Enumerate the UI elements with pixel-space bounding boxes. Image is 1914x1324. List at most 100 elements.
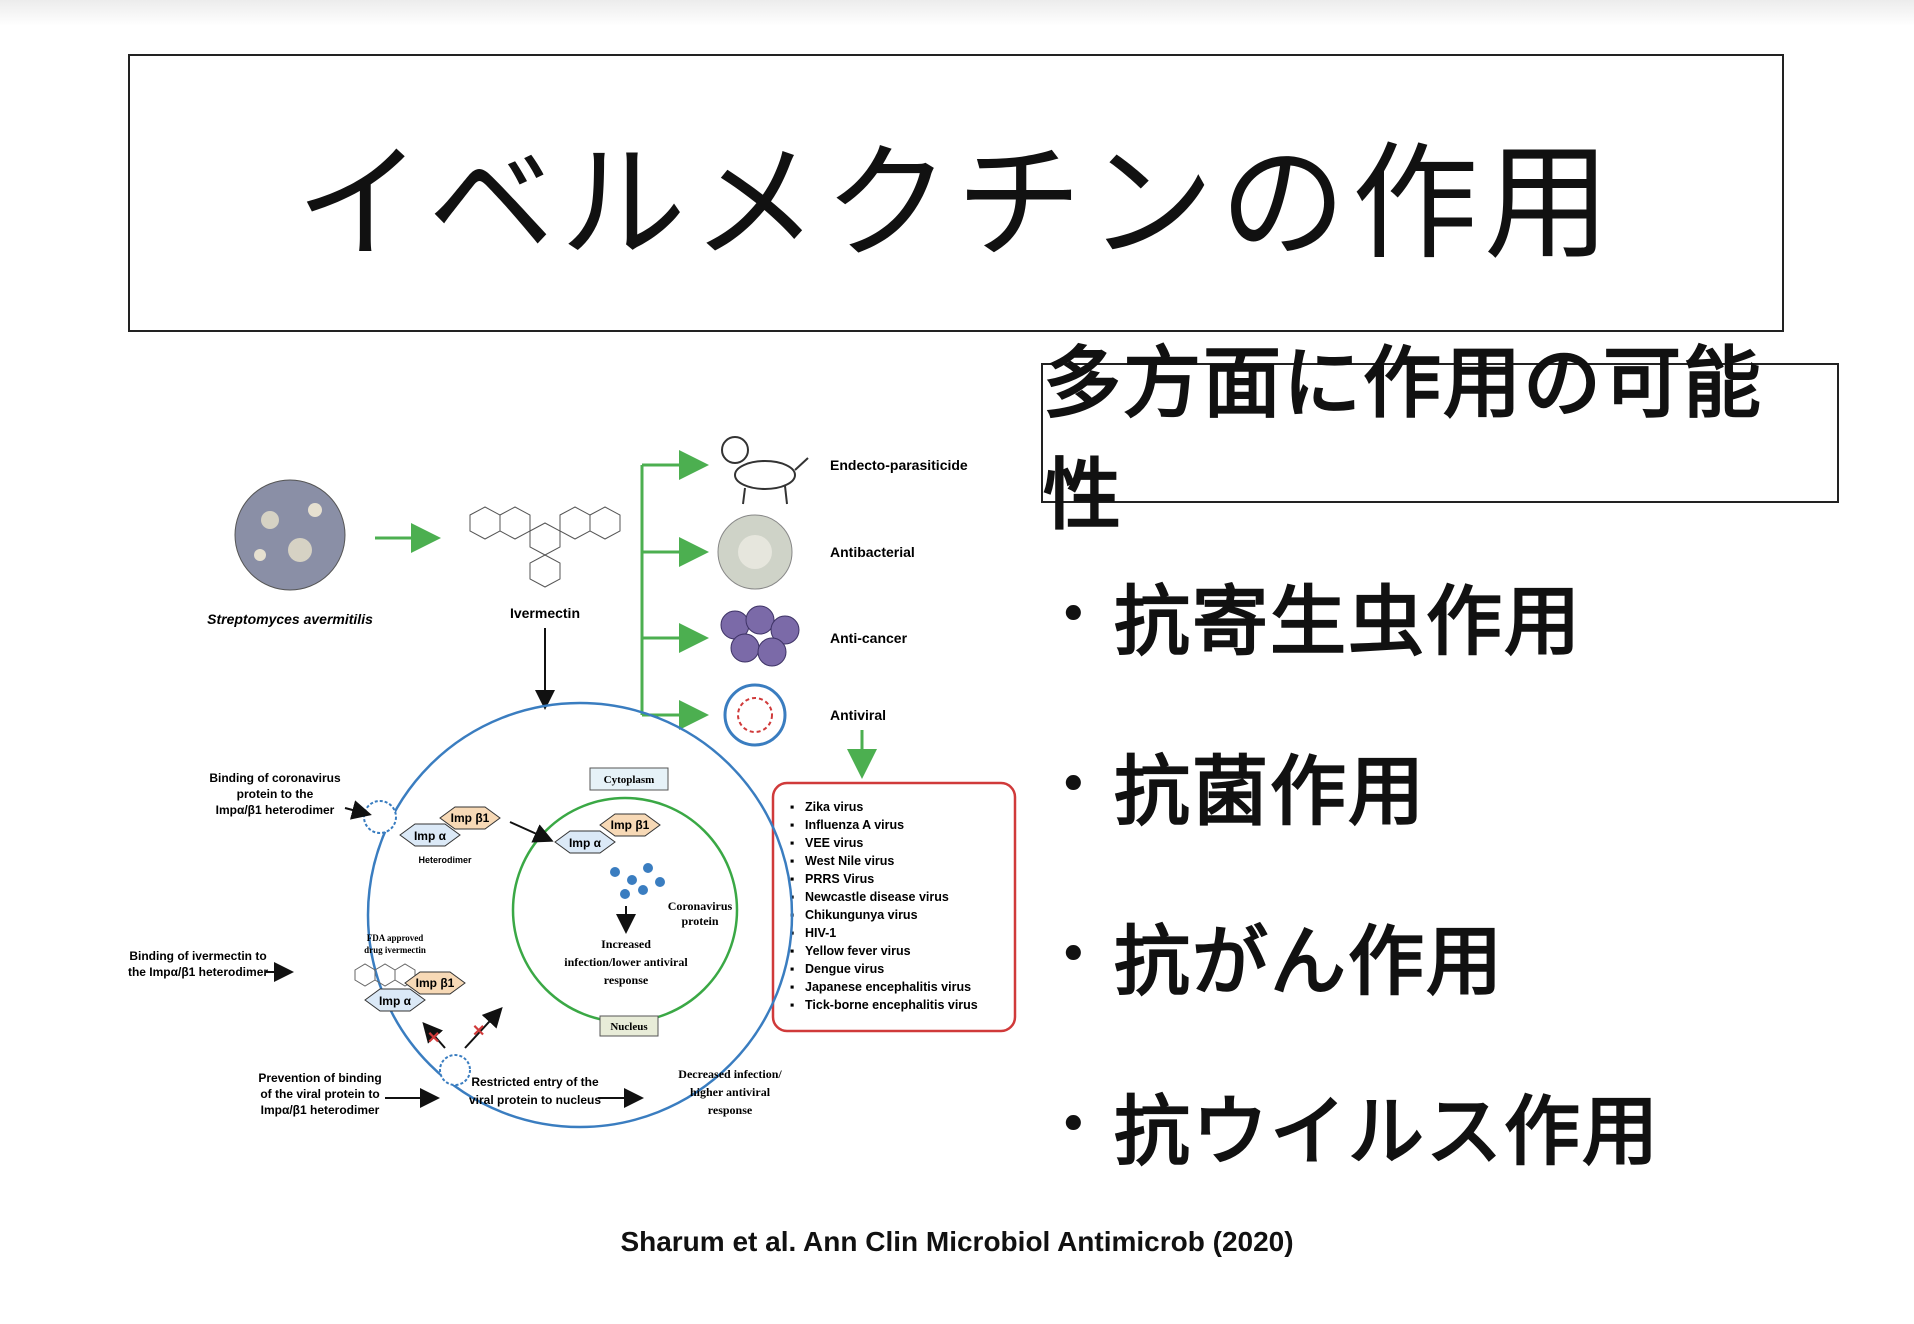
virus-item: Tick-borne encephalitis virus bbox=[805, 998, 978, 1012]
use-label-3: Antiviral bbox=[830, 707, 886, 723]
streptomyces-colony-icon bbox=[234, 479, 346, 591]
effects-list: • 抗寄生虫作用 • 抗菌作用 • 抗がん作用 • 抗ウイルス作用 bbox=[1058, 530, 1878, 1210]
imp-alpha-hex bbox=[554, 830, 616, 854]
blocked-entry-arrow bbox=[464, 1007, 503, 1049]
dog-icon bbox=[721, 436, 809, 505]
bullet: • bbox=[1058, 1095, 1089, 1155]
virus-item: Influenza A virus bbox=[805, 818, 904, 832]
increased-label: infection/lower antiviral bbox=[564, 955, 688, 969]
use-label-2: Anti-cancer bbox=[830, 630, 908, 646]
binding-ivermectin-label: Binding of ivermectin to bbox=[129, 949, 266, 963]
svg-text:▪: ▪ bbox=[790, 800, 794, 814]
svg-text:▪: ▪ bbox=[790, 854, 794, 868]
bullet: • bbox=[1058, 585, 1089, 645]
fda-label: drug ivermectin bbox=[364, 945, 426, 955]
restricted-label: viral protein to nucleus bbox=[469, 1093, 601, 1107]
svg-text:▪: ▪ bbox=[790, 962, 794, 976]
nucleus-label-box bbox=[599, 1015, 659, 1037]
virus-item: West Nile virus bbox=[805, 854, 894, 868]
colony-spot-icon bbox=[308, 503, 322, 517]
blocked-x-icon: ✕ bbox=[427, 1030, 440, 1047]
prevention-label: Impα/β1 heterodimer bbox=[261, 1103, 380, 1117]
svg-text:▪: ▪ bbox=[790, 818, 794, 832]
blocked-binding-arrow bbox=[422, 1021, 446, 1049]
virus-list-box bbox=[771, 781, 1017, 1033]
virus-item: PRRS Virus bbox=[805, 872, 874, 886]
imp-alpha-label: Imp α bbox=[379, 994, 412, 1008]
prevention-label: of the viral protein to bbox=[260, 1087, 379, 1101]
decreased-label: response bbox=[708, 1103, 753, 1117]
virus-item: Zika virus bbox=[805, 800, 863, 814]
coronavirus-protein-cluster-icon bbox=[610, 863, 665, 899]
effect-label: 抗ウイルス作用 bbox=[1114, 1087, 1660, 1176]
bullet: • bbox=[1058, 755, 1089, 815]
colony-spot-icon bbox=[261, 511, 279, 529]
imp-alpha-label: Imp α bbox=[569, 836, 602, 850]
heterodimer-label: Heterodimer bbox=[418, 855, 472, 865]
imp-alpha-hex bbox=[399, 823, 461, 847]
nucleus-label: Nucleus bbox=[610, 1021, 648, 1033]
imp-beta-label: Imp β1 bbox=[451, 811, 490, 825]
list-item: • 抗寄生虫作用 bbox=[1058, 530, 1878, 700]
ivermectin-structure-icon bbox=[469, 506, 621, 588]
binding-coronavirus-arrow bbox=[344, 800, 372, 820]
virus-item: Newcastle disease virus bbox=[805, 890, 949, 904]
decreased-label: higher antiviral bbox=[690, 1085, 771, 1099]
binding-ivermectin-label: the Impα/β1 heterodimer bbox=[128, 965, 268, 979]
colony-spot-icon bbox=[254, 549, 266, 561]
imp-beta-label: Imp β1 bbox=[416, 976, 455, 990]
into-nucleus-arrow bbox=[509, 821, 554, 843]
cytoplasm-label-box bbox=[589, 767, 669, 791]
virus-icon bbox=[723, 683, 787, 747]
colony-spot-icon bbox=[288, 538, 312, 562]
subtitle-frame: 多方面に作用の可能性 bbox=[1041, 339, 1839, 541]
imp-beta-hex bbox=[599, 813, 661, 837]
decreased-label: Decreased infection/ bbox=[678, 1067, 782, 1081]
cancer-cells-icon bbox=[720, 605, 800, 667]
effect-label: 抗菌作用 bbox=[1114, 747, 1426, 836]
fda-label: FDA approved bbox=[367, 933, 424, 943]
drug-label: Ivermectin bbox=[510, 605, 580, 621]
restricted-label: Restricted entry of the bbox=[471, 1075, 599, 1089]
svg-text:▪: ▪ bbox=[790, 980, 794, 994]
increased-label: Increased bbox=[601, 937, 651, 951]
virus-item: Japanese encephalitis virus bbox=[805, 980, 971, 994]
blocked-x-icon: ✕ bbox=[472, 1023, 485, 1040]
list-item: • 抗ウイルス作用 bbox=[1058, 1040, 1878, 1210]
organism-label: Streptomyces avermitilis bbox=[207, 611, 373, 627]
effect-label: 抗寄生虫作用 bbox=[1114, 577, 1582, 666]
bullet: • bbox=[1058, 925, 1089, 985]
citation: Sharum et al. Ann Clin Microbiol Antimic… bbox=[620, 1226, 1294, 1257]
svg-text:▪: ▪ bbox=[790, 998, 794, 1012]
imp-alpha-label: Imp α bbox=[414, 829, 447, 843]
imp-beta-label: Imp β1 bbox=[611, 818, 650, 832]
virus-item: Yellow fever virus bbox=[805, 944, 911, 958]
svg-text:▪: ▪ bbox=[790, 944, 794, 958]
binding-coronavirus-label: protein to the bbox=[237, 787, 314, 801]
viral-protein-icon bbox=[439, 1054, 471, 1086]
coronavirus-protein-icon bbox=[363, 800, 397, 834]
imp-beta-hex bbox=[439, 806, 501, 830]
page-title: イベルメクチンの作用 bbox=[296, 130, 1616, 277]
binding-coronavirus-label: Binding of coronavirus bbox=[209, 771, 341, 785]
agar-plate-icon bbox=[717, 514, 793, 590]
use-label-0: Endecto-parasiticide bbox=[830, 457, 968, 473]
cytoplasm-label: Cytoplasm bbox=[604, 774, 655, 786]
title-frame: イベルメクチンの作用 bbox=[128, 54, 1784, 332]
subtitle: 多方面に作用の可能性 bbox=[1043, 339, 1764, 541]
virus-item: HIV-1 bbox=[805, 926, 836, 940]
svg-text:▪: ▪ bbox=[790, 836, 794, 850]
virus-item: Dengue virus bbox=[805, 962, 884, 976]
coronavirus-protein-label: protein bbox=[681, 914, 718, 928]
imp-beta-hex bbox=[404, 971, 466, 995]
binding-coronavirus-label: Impα/β1 heterodimer bbox=[216, 803, 335, 817]
ivermectin-figure: Streptomyces avermitilis Ivermectin bbox=[128, 410, 1020, 1170]
cell-membrane bbox=[366, 701, 794, 1129]
increased-label: response bbox=[604, 973, 649, 987]
prevention-label: Prevention of binding bbox=[258, 1071, 381, 1085]
virus-item: Chikungunya virus bbox=[805, 908, 918, 922]
effect-label: 抗がん作用 bbox=[1114, 917, 1504, 1006]
top-shadow-band bbox=[0, 0, 1914, 26]
list-item: • 抗がん作用 bbox=[1058, 870, 1878, 1040]
virus-list: ▪Zika virus ▪Influenza A virus ▪VEE viru… bbox=[790, 800, 978, 1012]
